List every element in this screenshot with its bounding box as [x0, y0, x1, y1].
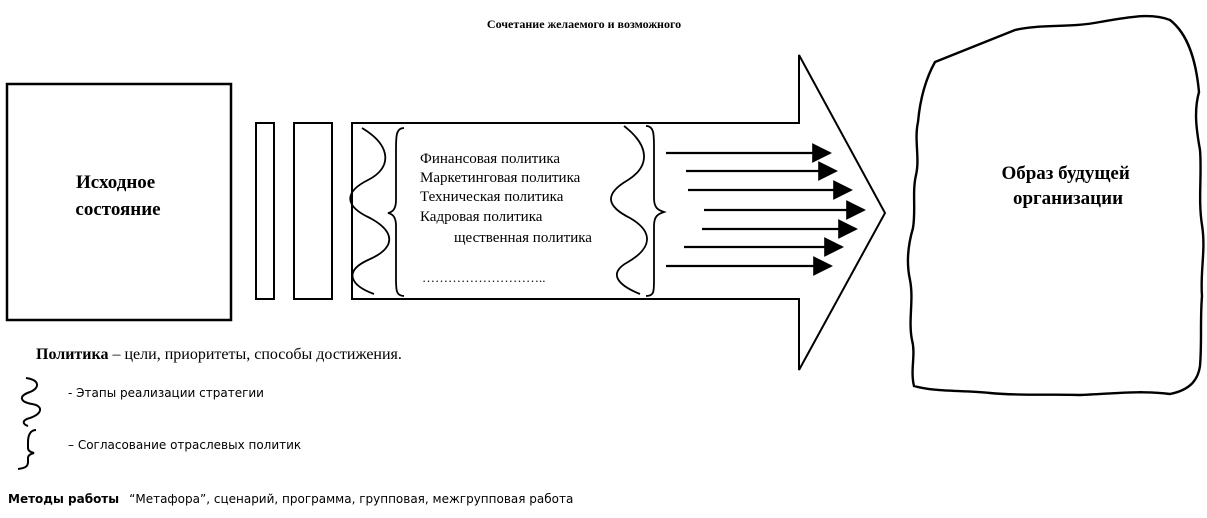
- work-methods-label: Методы работы: [8, 492, 119, 506]
- initial-state-line-1: Исходное: [76, 172, 155, 193]
- strategy-arrow: [351, 54, 887, 371]
- future-organization-line-2: организации: [1013, 188, 1123, 209]
- stage-wave-right: [610, 125, 648, 295]
- diagram-title: Сочетание желаемого и возможного: [487, 17, 681, 31]
- policy-item-6: ………………………..: [422, 270, 546, 285]
- future-organization-line-1: Образ будущей: [1001, 163, 1129, 184]
- coordination-brace-left: [387, 127, 405, 297]
- policy-arrows: [666, 143, 866, 276]
- policy-item-2: Маркетинговая политика: [420, 170, 581, 186]
- policy-item-1: Финансовая политика: [420, 151, 560, 167]
- future-organization-cloud: [906, 14, 1205, 397]
- work-methods: Методы работы “Метафора”, сценарий, прогр…: [8, 492, 573, 506]
- policy-definition-term: Политика: [36, 346, 108, 363]
- policy-item-3: Техническая политика: [420, 189, 564, 205]
- policy-item-5: щественная политика: [454, 230, 592, 246]
- stage-wave-left: [349, 127, 390, 295]
- legend-brace-label: – Согласование отраслевых политик: [68, 438, 301, 452]
- policy-definition: Политика – цели, приоритеты, способы дос…: [36, 346, 402, 363]
- stage-bar-1: [255, 122, 275, 300]
- legend-brace-icon: [17, 429, 37, 470]
- legend-wave-icon: [21, 377, 41, 427]
- legend-wave-label: - Этапы реализации стратегии: [68, 386, 264, 400]
- coordination-brace-right: [645, 125, 667, 297]
- stage-bar-2: [293, 122, 333, 300]
- initial-state-line-2: состояние: [75, 199, 160, 220]
- policy-definition-text: – цели, приоритеты, способы достижения.: [108, 346, 401, 363]
- future-organization-label: Образ будущей организации: [1001, 163, 1134, 209]
- work-methods-text: “Метафора”, сценарий, программа, группов…: [129, 492, 573, 506]
- initial-state-label: Исходное состояние: [75, 172, 160, 220]
- policy-item-4: Кадровая политика: [420, 209, 543, 225]
- initial-state-box: [5, 82, 233, 322]
